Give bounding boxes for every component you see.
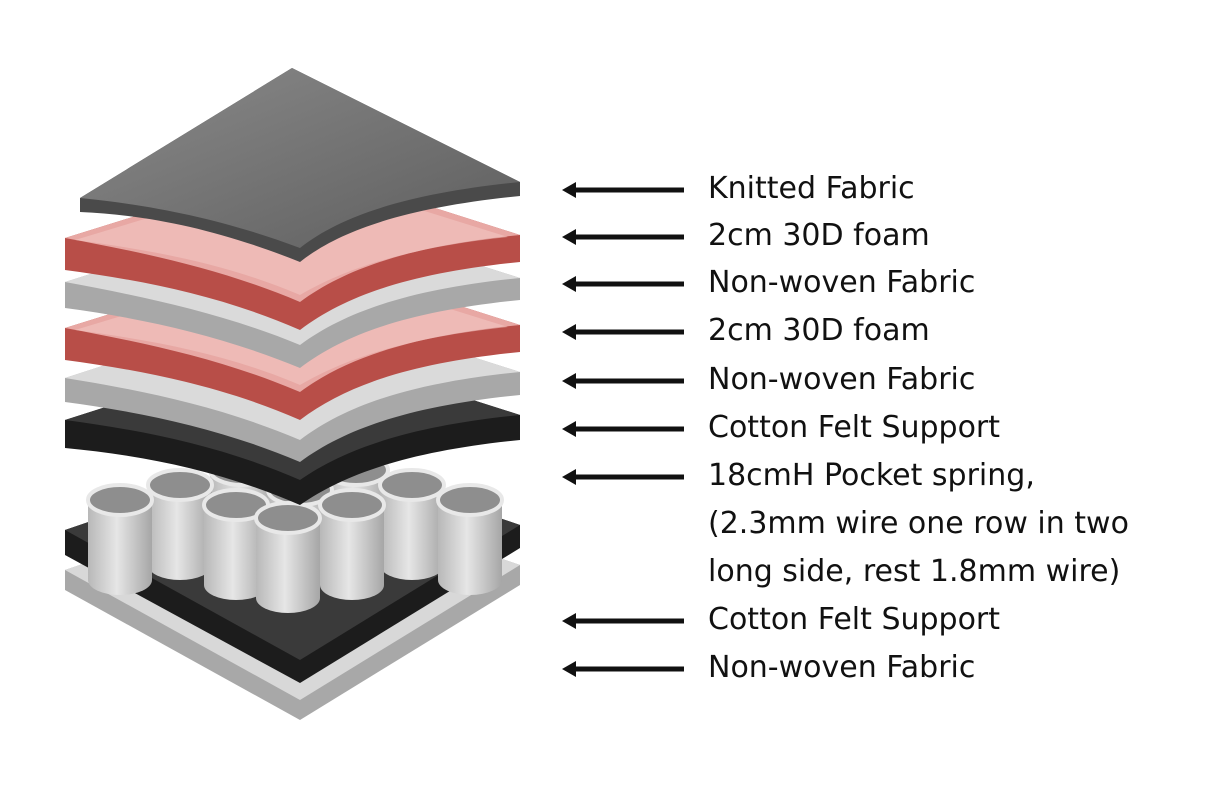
arrow-left-icon	[562, 613, 684, 629]
arrow-left-icon	[562, 229, 684, 245]
layer-label-6: Cotton Felt Support	[708, 410, 1001, 445]
pocket-spring-4	[148, 485, 212, 580]
arrow-left-icon	[562, 469, 684, 485]
pocket-spring-top-9	[318, 488, 386, 522]
pocket-spring-9	[320, 505, 384, 600]
pocket-spring-top-7	[86, 483, 154, 517]
pocket-spring-top-6	[378, 468, 446, 502]
layer-label-5: Non-woven Fabric	[708, 362, 976, 397]
layer-label-7-line-2: (2.3mm wire one row in two	[708, 506, 1129, 541]
layer-label-4: 2cm 30D foam	[708, 313, 930, 348]
arrow-left-icon	[562, 324, 684, 340]
arrow-left-icon	[562, 276, 684, 292]
pocket-spring-top-10	[436, 483, 504, 517]
arrow-left-icon	[562, 421, 684, 437]
layer-label-1: Knitted Fabric	[708, 171, 915, 206]
layer-label-8: Cotton Felt Support	[708, 602, 1001, 637]
pocket-spring-7	[88, 500, 152, 595]
layer-knitted-fabric	[80, 68, 520, 262]
pocket-spring-8	[204, 505, 268, 600]
layer-label-7: 18cmH Pocket spring,	[708, 458, 1035, 493]
arrow-left-icon	[562, 182, 684, 198]
pocket-spring-6	[380, 485, 444, 580]
pocket-spring-10	[438, 500, 502, 595]
pocket-spring-top-11	[254, 501, 322, 535]
layer-label-3: Non-woven Fabric	[708, 265, 976, 300]
pocket-spring-top-4	[146, 468, 214, 502]
pocket-spring-11	[256, 518, 320, 613]
arrow-left-icon	[562, 373, 684, 389]
mattress-cross-section-illustration	[65, 68, 520, 720]
layer-label-2: 2cm 30D foam	[708, 218, 930, 253]
arrow-left-icon	[562, 661, 684, 677]
layer-label-9: Non-woven Fabric	[708, 650, 976, 685]
layer-label-7-line-3: long side, rest 1.8mm wire)	[708, 554, 1121, 589]
